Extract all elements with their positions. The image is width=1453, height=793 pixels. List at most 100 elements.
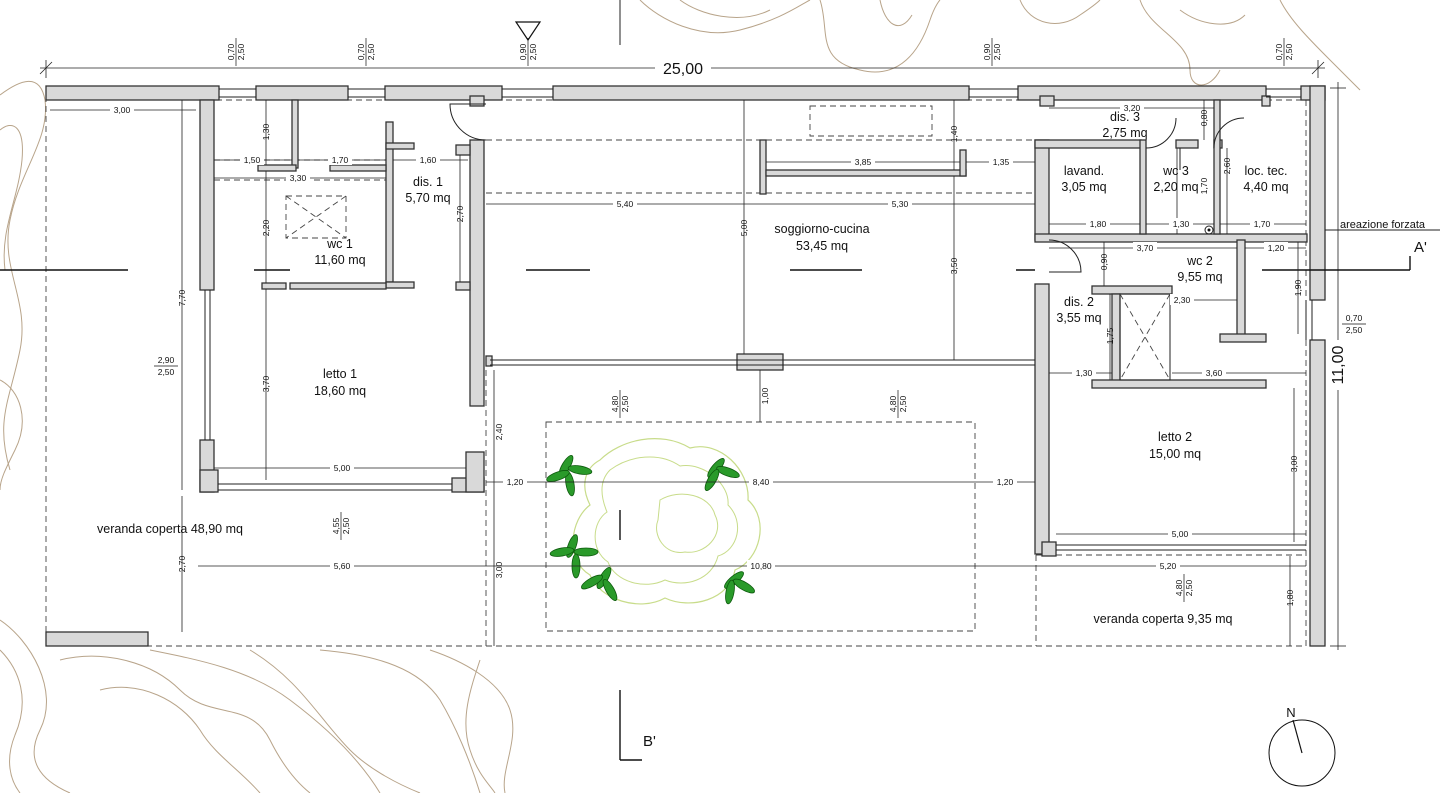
- room-letto2-area: 15,00 mq: [1149, 447, 1201, 461]
- dim-5-20: 5,20: [1160, 561, 1177, 571]
- dim-1-20-c: 1,20: [1268, 243, 1285, 253]
- wall-southwest: [45, 631, 149, 647]
- elevation-marker: [514, 21, 542, 42]
- opening-10: 0,70 2,50: [1342, 313, 1366, 335]
- dim-3-70-b: 3,70: [1137, 243, 1154, 253]
- room-soggiorno-area: 53,45 mq: [796, 239, 848, 253]
- room-letto2-name: letto 2: [1158, 430, 1192, 444]
- room-lavand-name: lavand.: [1064, 164, 1104, 178]
- svg-text:0,70: 0,70: [1346, 313, 1363, 323]
- wall-central-west: [469, 139, 485, 407]
- dim-1-50: 1,50: [244, 155, 261, 165]
- room-dis1-name: dis. 1: [413, 175, 443, 189]
- north-label: N: [1286, 705, 1295, 720]
- terrain-contours: [0, 0, 1361, 793]
- doors: [449, 103, 1245, 273]
- courtyard-tree: [546, 438, 761, 605]
- svg-text:2,50: 2,50: [992, 43, 1002, 60]
- room-wc1-area: 11,60 mq: [314, 253, 365, 267]
- svg-text:4,80: 4,80: [610, 395, 620, 412]
- dim-5-00-c: 5,00: [1172, 529, 1189, 539]
- dim-3-70-a: 3,70: [261, 375, 271, 392]
- dim-2-70-a: 2,70: [455, 205, 465, 222]
- room-wc2-area: 9,55 mq: [1177, 270, 1222, 284]
- room-lavand-area: 3,05 mq: [1061, 180, 1106, 194]
- room-letto1-name: letto 1: [323, 367, 357, 381]
- svg-text:4,80: 4,80: [888, 395, 898, 412]
- room-letto1-area: 18,60 mq: [314, 384, 366, 398]
- overall-width-dimension: 11,00: [1328, 82, 1348, 650]
- opening-9: 4,55 2,50: [331, 512, 351, 540]
- dim-1-70-b: 1,70: [1199, 177, 1209, 194]
- overall-length-dimension: 25,00: [39, 58, 1325, 78]
- dim-1-75: 1,75: [1105, 327, 1115, 344]
- overall-length-label: 25,00: [663, 61, 703, 78]
- room-soggiorno-name: soggiorno-cucina: [774, 222, 869, 236]
- north-arrow-icon: N: [1268, 705, 1336, 787]
- dim-5-30: 5,30: [892, 199, 909, 209]
- svg-text:2,50: 2,50: [366, 43, 376, 60]
- opening-3: 0,90 2,50: [518, 38, 538, 66]
- dim-1-20-b: 1,20: [997, 477, 1014, 487]
- section-b-label: B': [643, 733, 656, 750]
- wall-service-south: [1034, 233, 1308, 243]
- room-dis2-name: dis. 2: [1064, 295, 1094, 309]
- windows: [204, 88, 1313, 551]
- svg-text:2,50: 2,50: [620, 395, 630, 412]
- section-a-label: A': [1414, 239, 1427, 256]
- dim-3-20: 3,20: [1124, 103, 1141, 113]
- room-wc3-name: wc 3: [1162, 164, 1189, 178]
- dim-3-30: 3,30: [290, 173, 307, 183]
- dim-5-60: 5,60: [334, 561, 351, 571]
- dim-1-60: 1,60: [420, 155, 437, 165]
- dim-3-00-a: 3,00: [114, 105, 131, 115]
- dim-1-30-c: 1,30: [1076, 368, 1093, 378]
- opening-11: 4,80 2,50: [1174, 574, 1194, 602]
- dim-5-40: 5,40: [617, 199, 634, 209]
- opening-6: 2,90 2,50: [154, 355, 178, 377]
- dim-1-30-b: 1,30: [1173, 219, 1190, 229]
- dim-1-80-a: 1,80: [1090, 219, 1107, 229]
- room-wc2-name: wc 2: [1186, 254, 1213, 268]
- opening-4: 0,90 2,50: [982, 38, 1002, 66]
- room-loctec-name: loc. tec.: [1244, 164, 1287, 178]
- dim-2-60: 2,60: [1222, 157, 1232, 174]
- wall-north-2: [255, 85, 349, 101]
- wall-north-5: [1017, 85, 1267, 101]
- svg-text:2,50: 2,50: [1284, 43, 1294, 60]
- room-veranda2: veranda coperta 9,35 mq: [1094, 612, 1233, 626]
- dim-0-90: 0,90: [1099, 253, 1109, 270]
- dim-2-70-b: 2,70: [177, 555, 187, 572]
- svg-text:0,70: 0,70: [356, 43, 366, 60]
- plant-icon: [546, 455, 755, 605]
- section-cut-marks: [0, 229, 1440, 761]
- svg-text:0,90: 0,90: [518, 43, 528, 60]
- wall-north-4: [552, 85, 970, 101]
- dim-1-00: 1,00: [760, 387, 770, 404]
- room-dis2-area: 3,55 mq: [1056, 311, 1101, 325]
- wall-east-2: [1309, 339, 1326, 647]
- svg-text:0,70: 0,70: [1274, 43, 1284, 60]
- dim-8-40: 8,40: [753, 477, 770, 487]
- dim-3-85: 3,85: [855, 157, 872, 167]
- svg-text:2,50: 2,50: [236, 43, 246, 60]
- wall-east-1: [1309, 85, 1326, 301]
- dim-2-20: 2,20: [261, 219, 271, 236]
- fixtures: [285, 195, 1214, 381]
- dim-2-40: 2,40: [494, 423, 504, 440]
- dim-3-60: 3,60: [1206, 368, 1223, 378]
- svg-text:2,90: 2,90: [158, 355, 175, 365]
- dim-10-80: 10,80: [750, 561, 772, 571]
- dim-5-00-a: 5,00: [334, 463, 351, 473]
- opening-7: 4,80 2,50: [610, 390, 630, 418]
- dim-3-50: 3,50: [949, 257, 959, 274]
- wall-east-block-west-upper: [1034, 139, 1050, 241]
- dim-1-90: 1,90: [1293, 279, 1303, 296]
- opening-1: 0,70 2,50: [226, 38, 246, 66]
- svg-text:4,55: 4,55: [331, 517, 341, 534]
- dim-1-70-a: 1,70: [332, 155, 349, 165]
- svg-text:0,70: 0,70: [226, 43, 236, 60]
- room-wc3-area: 2,20 mq: [1153, 180, 1198, 194]
- room-dis3-area: 2,75 mq: [1102, 126, 1147, 140]
